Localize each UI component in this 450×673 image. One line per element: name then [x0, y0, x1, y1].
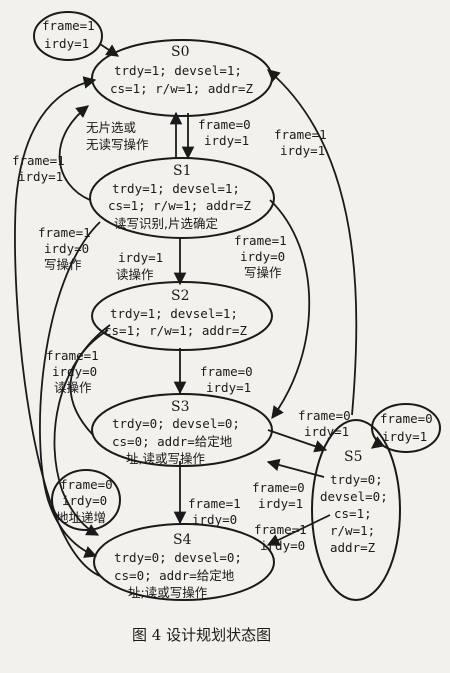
lbl-s5-s3-l2: irdy=1: [258, 496, 303, 511]
edge-s5-to-s4: [266, 514, 331, 546]
edge-s3-to-s5: [267, 429, 328, 453]
lbl-s1-s3-l1: frame=1: [234, 233, 287, 248]
lbl-s1-s2-l1: irdy=1: [118, 250, 163, 265]
s4-line1: trdy=0; devsel=0;: [114, 550, 242, 565]
note-s0-l1: 无片选或: [86, 120, 137, 135]
lbl-s1-s2-l2: 读操作: [116, 267, 154, 282]
s4-name: S4: [173, 532, 192, 548]
state-s3: S3 trdy=0; devsel=0; cs=0; addr=给定地 址,读或…: [91, 393, 273, 467]
lbl-s2-s3-l2: irdy=1: [206, 380, 251, 395]
s5-line2: devsel=0;: [320, 489, 388, 504]
s1-line3: 读写识别,片选确定: [114, 216, 218, 231]
lbl-s3-s5-l1: frame=0: [298, 408, 351, 423]
s1-line2: cs=1; r/w=1; addr=Z: [108, 198, 251, 213]
s1-name: S1: [173, 163, 192, 179]
s2-line2: cs=1; r/w=1; addr=Z: [104, 323, 247, 338]
state-s0: S0 trdy=1; devsel=1; cs=1; r/w=1; addr=Z: [91, 39, 273, 117]
loop-s4-self: [51, 469, 121, 531]
loop-s0-arrow: [99, 43, 120, 57]
lbl-s1-s0l-l2: irdy=1: [18, 169, 63, 184]
s3-line2: cs=0; addr=给定地: [112, 434, 233, 449]
lbl-s1-s3-l2: irdy=0: [240, 249, 285, 264]
loop-s0-self: [33, 11, 103, 61]
lbl-s5-s3-l1: frame=0: [252, 480, 305, 495]
edge-s4-to-s0: [14, 76, 101, 577]
loop-s4-l2: irdy=0: [62, 493, 107, 508]
s5-line5: addr=Z: [330, 540, 376, 555]
s3-name: S3: [171, 399, 190, 415]
lbl-s5-s4-l2: irdy=0: [260, 538, 305, 553]
lbl-s1-s0r-l2: irdy=1: [280, 143, 325, 158]
edge-s1-to-s0-left: [58, 105, 91, 201]
note-s0-l2: 无读写操作: [86, 137, 149, 152]
s3-line1: trdy=0; devsel=0;: [112, 416, 240, 431]
lbl-s2-s3-l1: frame=0: [200, 364, 253, 379]
state-s2: S2 trdy=1; devsel=1; cs=1; r/w=1; addr=Z: [91, 281, 273, 351]
lbl-s1-s4-l3: 写操作: [44, 257, 82, 272]
edge-s1-to-s3: [269, 199, 311, 420]
loop-s0-l2: irdy=1: [44, 36, 89, 51]
lbl-s2-s4-l2: irdy=0: [52, 364, 97, 379]
s4-line2: cs=0; addr=给定地: [114, 568, 235, 583]
s5-line4: r/w=1;: [330, 523, 375, 538]
loop-s5-self: [371, 403, 441, 453]
s2-name: S2: [171, 288, 190, 304]
edge-s3-left: [69, 329, 109, 436]
state-s1: S1 trdy=1; devsel=1; cs=1; r/w=1; addr=Z…: [89, 157, 275, 239]
state-s4: S4 trdy=0; devsel=0; cs=0; addr=给定地 址;读或…: [93, 523, 275, 601]
state-s5: S5 trdy=0; devsel=0; cs=1; r/w=1; addr=Z: [311, 419, 401, 601]
lbl-s0-s1-l2: irdy=1: [204, 133, 249, 148]
lbl-s3-s5-l2: irdy=1: [304, 424, 349, 439]
loop-s5-l1: frame=0: [380, 411, 433, 426]
lbl-s5-s4-l1: frame=1: [254, 522, 307, 537]
lbl-s2-s4-l1: frame=1: [46, 348, 99, 363]
lbl-s1-s0r-l1: frame=1: [274, 127, 327, 142]
s3-line3: 址,读或写操作: [126, 451, 205, 466]
loop-s0-l1: frame=1: [42, 18, 95, 33]
lbl-s0-s1-l1: frame=0: [198, 117, 251, 132]
loop-s4-l1: frame=0: [60, 477, 113, 492]
s2-line1: trdy=1; devsel=1;: [110, 306, 238, 321]
lbl-s1-s0l-l1: frame=1: [12, 153, 65, 168]
loop-s4-l3: 地址递增: [56, 510, 106, 525]
s0-name: S0: [171, 44, 190, 60]
lbl-s2-s4-l3: 读操作: [54, 380, 92, 395]
s5-name: S5: [344, 449, 363, 465]
edges: [14, 69, 358, 577]
s5-line1: trdy=0;: [330, 472, 383, 487]
lbl-s3-s4-l1: frame=1: [188, 496, 241, 511]
edge-s5-to-s0: [267, 69, 358, 416]
loop-s5-arrow: [370, 436, 385, 449]
edge-s1-to-s4: [39, 221, 101, 558]
s4-line3: 址;读或写操作: [128, 585, 208, 600]
lbl-s1-s3-l3: 写操作: [244, 265, 282, 280]
lbl-s3-s4-l2: irdy=0: [192, 512, 237, 527]
s0-line1: trdy=1; devsel=1;: [114, 63, 242, 78]
s1-line1: trdy=1; devsel=1;: [112, 181, 240, 196]
transition-labels: 无片选或 无读写操作 frame=0 irdy=1 frame=1 irdy=1…: [12, 117, 351, 553]
loop-s5-l2: irdy=1: [382, 429, 427, 444]
figure-caption: 图 4 设计规划状态图: [132, 626, 271, 644]
s0-line2: cs=1; r/w=1; addr=Z: [110, 81, 253, 96]
s5-line3: cs=1;: [334, 506, 372, 521]
lbl-s1-s4-l2: irdy=0: [44, 241, 89, 256]
lbl-s1-s4-l1: frame=1: [38, 225, 91, 240]
